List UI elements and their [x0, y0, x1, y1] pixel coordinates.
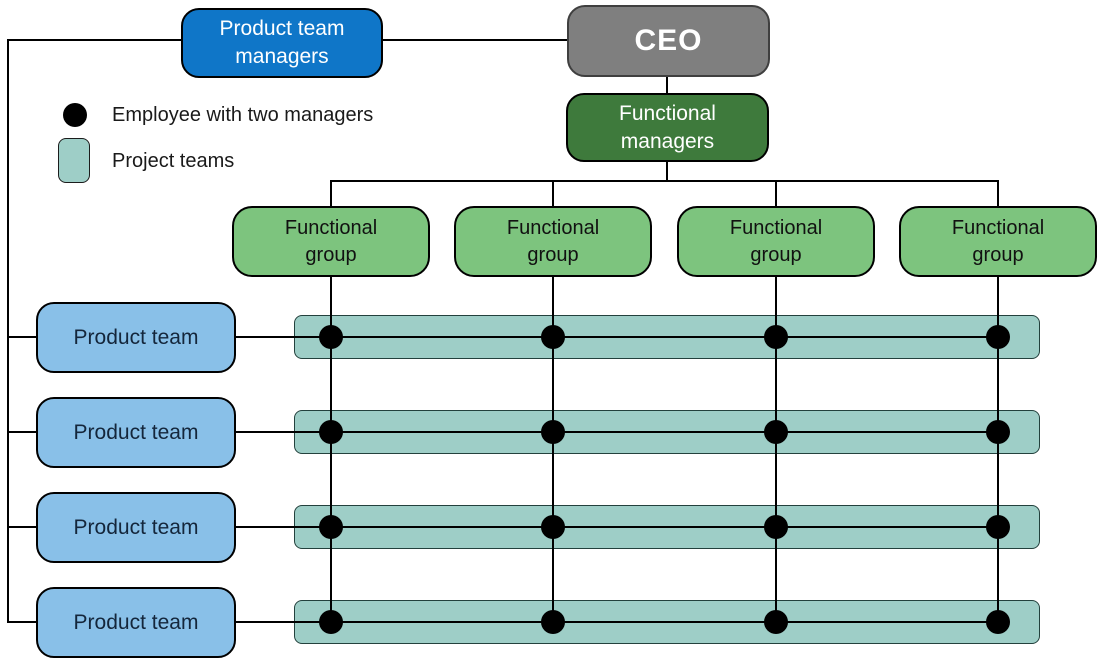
functional-group-label: Functional group [506, 217, 600, 266]
ceo-label: CEO [634, 24, 703, 58]
fg-column-line-4 [997, 276, 999, 622]
employee-dot [986, 325, 1010, 349]
fg-drop-line-3 [775, 180, 777, 207]
employee-dot [319, 325, 343, 349]
functional-group-label: Functional group [284, 217, 378, 266]
rail-stub-row-1 [7, 336, 38, 338]
employee-dot [986, 515, 1010, 539]
employee-dot [986, 420, 1010, 444]
ceo-to-fm-line [666, 77, 668, 94]
employee-dot [764, 515, 788, 539]
fg-drop-line-2 [552, 180, 554, 207]
functional-group-node-1: Functional group [232, 206, 430, 277]
ptm-to-ceo-line [383, 39, 567, 41]
ceo-node: CEO [567, 5, 770, 77]
fg-column-line-1 [330, 276, 332, 622]
fm-to-dist-line [666, 162, 668, 181]
fg-column-line-2 [552, 276, 554, 622]
product-team-label: Product team [73, 325, 199, 349]
fg-column-line-3 [775, 276, 777, 622]
employee-dot [541, 515, 565, 539]
employee-dot [764, 325, 788, 349]
functional-managers-node: Functional managers [566, 93, 769, 162]
product-team-node-2: Product team [36, 397, 236, 468]
rail-stub-row-4 [7, 621, 38, 623]
functional-managers-label: Functional managers [619, 101, 716, 153]
functional-group-label: Functional group [951, 217, 1045, 266]
row-line-4 [236, 621, 998, 623]
row-line-1 [236, 336, 998, 338]
rail-stub-row-2 [7, 431, 38, 433]
product-team-managers-label: Product team managers [219, 17, 345, 68]
employee-dot [764, 420, 788, 444]
product-team-node-4: Product team [36, 587, 236, 658]
employee-dot [319, 420, 343, 444]
product-team-node-3: Product team [36, 492, 236, 563]
employee-dot [541, 325, 565, 349]
legend-employee-dot-icon [63, 103, 87, 127]
row-line-2 [236, 431, 998, 433]
employee-dot [541, 420, 565, 444]
product-team-label: Product team [73, 610, 199, 634]
employee-dot [764, 610, 788, 634]
functional-group-label: Functional group [729, 217, 823, 266]
product-team-node-1: Product team [36, 302, 236, 373]
product-team-managers-node: Product team managers [181, 8, 383, 78]
legend-project-teams-swatch [58, 138, 90, 183]
rail-to-ptm-line [7, 39, 181, 41]
row-line-3 [236, 526, 998, 528]
employee-dot [541, 610, 565, 634]
legend-project-teams-label: Project teams [112, 150, 235, 172]
employee-dot [319, 610, 343, 634]
fg-drop-line-4 [997, 180, 999, 207]
employee-dot [319, 515, 343, 539]
product-team-label: Product team [73, 515, 199, 539]
functional-group-node-3: Functional group [677, 206, 875, 277]
left-rail-line [7, 40, 9, 623]
rail-stub-row-3 [7, 526, 38, 528]
functional-group-node-2: Functional group [454, 206, 652, 277]
functional-group-node-4: Functional group [899, 206, 1097, 277]
product-team-label: Product team [73, 420, 199, 444]
employee-dot [986, 610, 1010, 634]
fg-distribution-line [330, 180, 999, 182]
legend-employee-label: Employee with two managers [112, 104, 374, 126]
fg-drop-line-1 [330, 180, 332, 207]
